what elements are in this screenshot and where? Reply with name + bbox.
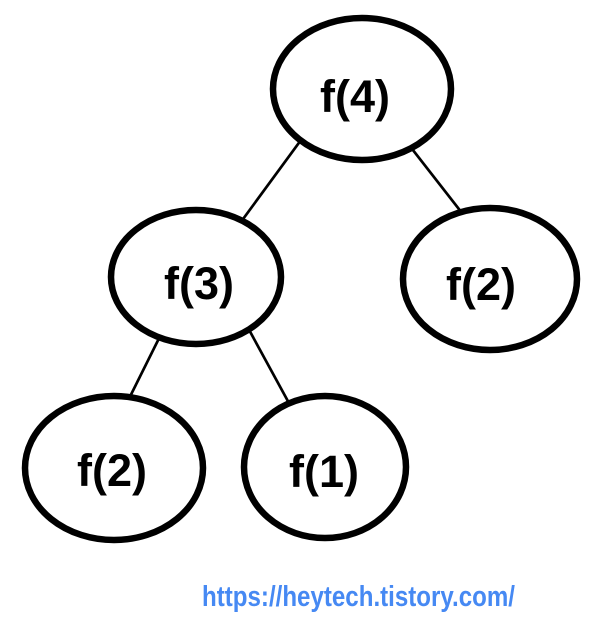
node-f4-ellipse bbox=[269, 14, 455, 164]
node-f2-left-label: f(2) bbox=[77, 445, 147, 496]
node-f1-ellipse bbox=[240, 392, 410, 542]
footer-url: https://heytech.tistory.com/ bbox=[202, 581, 515, 613]
node-f2-left: f(2) bbox=[21, 392, 207, 544]
node-f3-label: f(3) bbox=[164, 258, 234, 309]
node-f3-ellipse bbox=[107, 206, 285, 348]
node-f2-right-ellipse bbox=[399, 204, 581, 354]
node-f2-left-ellipse bbox=[21, 392, 207, 544]
node-f2-right: f(2) bbox=[399, 204, 581, 354]
node-f4: f(4) bbox=[269, 14, 455, 164]
node-f1-label: f(1) bbox=[289, 446, 359, 497]
node-f4-label: f(4) bbox=[320, 71, 390, 122]
node-f1: f(1) bbox=[240, 392, 410, 542]
node-f2-right-label: f(2) bbox=[446, 259, 516, 310]
node-f3: f(3) bbox=[107, 206, 285, 348]
